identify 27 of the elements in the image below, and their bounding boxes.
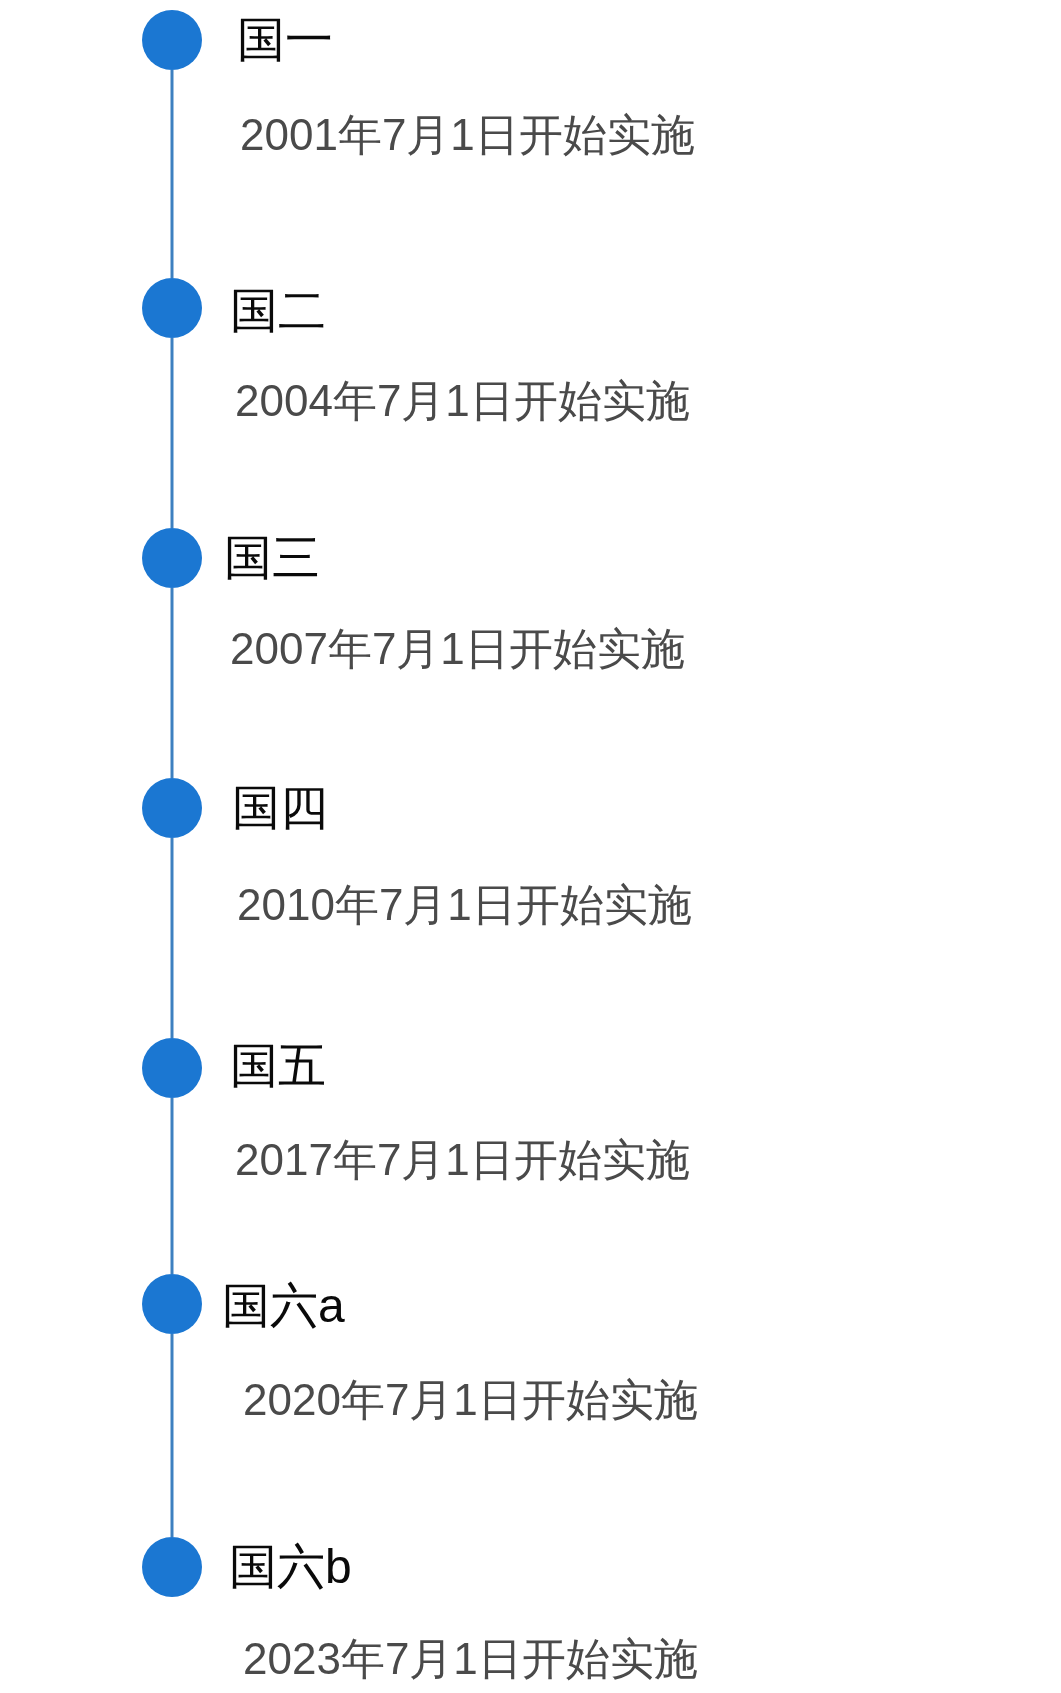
date-text: 2017年7月1日开始实施 bbox=[235, 1134, 690, 1186]
timeline-dot bbox=[142, 10, 202, 70]
timeline-line bbox=[170, 338, 174, 528]
date-text: 2001年7月1日开始实施 bbox=[240, 109, 695, 161]
timeline-dot bbox=[142, 1274, 202, 1334]
date-text: 2010年7月1日开始实施 bbox=[237, 879, 692, 931]
stage-heading: 国六a bbox=[222, 1278, 345, 1334]
timeline-line bbox=[170, 1334, 174, 1537]
date-text: 2004年7月1日开始实施 bbox=[235, 375, 690, 427]
timeline-line bbox=[170, 70, 174, 278]
timeline-dot bbox=[142, 278, 202, 338]
timeline-dot bbox=[142, 528, 202, 588]
timeline-line bbox=[170, 1098, 174, 1274]
timeline-dot bbox=[142, 778, 202, 838]
timeline-dot bbox=[142, 1038, 202, 1098]
stage-heading: 国一 bbox=[237, 12, 333, 68]
date-text: 2023年7月1日开始实施 bbox=[243, 1633, 698, 1685]
stage-heading: 国二 bbox=[230, 283, 326, 339]
timeline-line bbox=[170, 838, 174, 1038]
timeline-dot bbox=[142, 1537, 202, 1597]
stage-heading: 国三 bbox=[224, 530, 320, 586]
stage-heading: 国四 bbox=[232, 780, 328, 836]
date-text: 2007年7月1日开始实施 bbox=[230, 623, 685, 675]
timeline-line bbox=[170, 588, 174, 778]
stage-heading: 国五 bbox=[230, 1038, 326, 1094]
stage-heading: 国六b bbox=[229, 1539, 352, 1595]
date-text: 2020年7月1日开始实施 bbox=[243, 1374, 698, 1426]
